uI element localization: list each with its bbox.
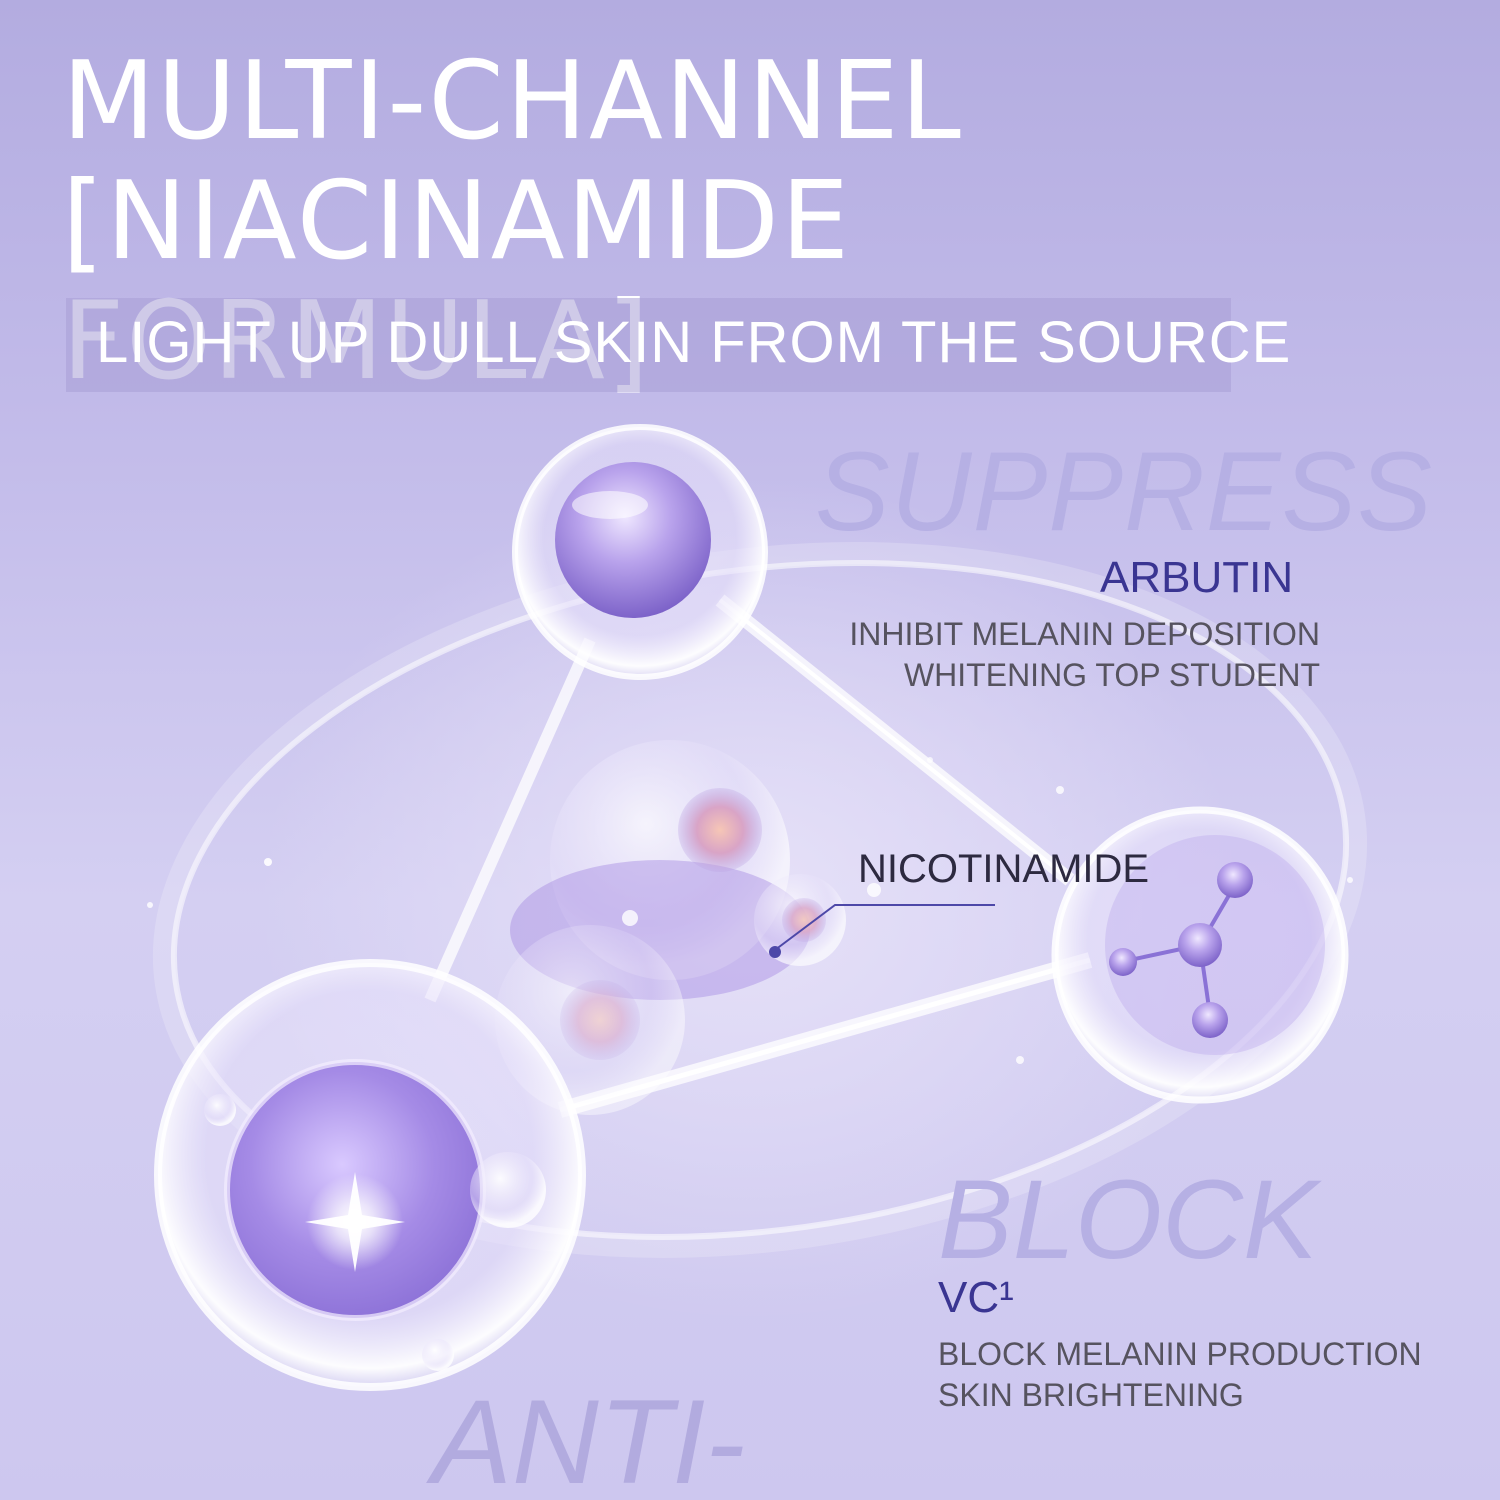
bottom-left-sphere <box>154 959 586 1391</box>
subtitle: LIGHT UP DULL SKIN FROM THE SOURCE <box>96 310 1292 375</box>
right-sphere <box>1051 806 1349 1104</box>
vc-ingredient: VC¹ <box>938 1273 1014 1322</box>
arbutin-description-line-2: WHITENING TOP STUDENT <box>903 657 1320 693</box>
anti-keyword: ANTI- <box>432 1375 746 1500</box>
suppress-keyword: SUPPRESS <box>815 429 1433 554</box>
top-sphere <box>512 424 768 680</box>
nicotinamide-label: NICOTINAMIDE <box>858 847 1150 891</box>
block-keyword: BLOCK <box>938 1157 1318 1282</box>
nicotinamide-pointer <box>769 904 995 958</box>
arbutin-ingredient: ARBUTIN <box>1100 553 1294 602</box>
vc-description-line-1: BLOCK MELANIN PRODUCTION <box>938 1336 1422 1372</box>
sparkles <box>147 757 1353 1064</box>
subtitle-band <box>66 298 1231 392</box>
headline-line-1: MULTI-CHANNEL <box>62 39 963 164</box>
vc-description-line-2: SKIN BRIGHTENING <box>938 1377 1244 1413</box>
arbutin-description-line-1: INHIBIT MELANIN DEPOSITION <box>849 616 1320 652</box>
nicotinamide-cluster <box>495 740 881 1115</box>
